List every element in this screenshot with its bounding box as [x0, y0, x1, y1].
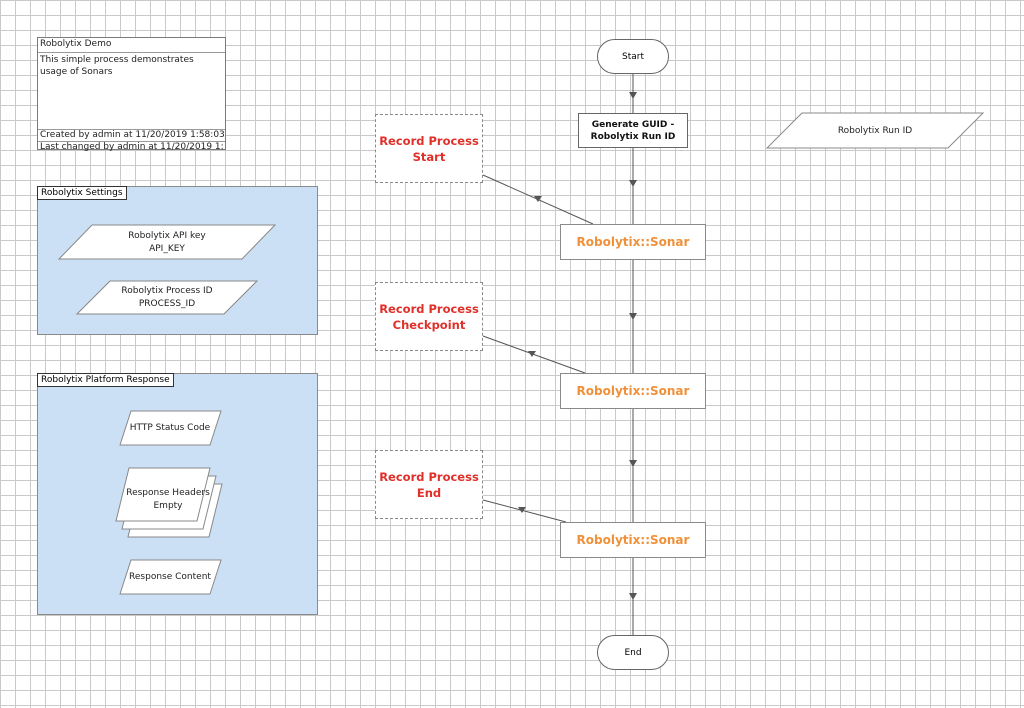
- start-stage[interactable]: Start: [597, 39, 669, 74]
- sonar-stage-1[interactable]: Robolytix::Sonar: [560, 224, 706, 260]
- note-link-end: [482, 499, 567, 523]
- status-code-label[interactable]: HTTP Status Code: [129, 423, 211, 433]
- arrow-head: [629, 593, 637, 600]
- arrow-head: [629, 92, 637, 99]
- arrow-head: [629, 180, 637, 187]
- sonar-stage-2[interactable]: Robolytix::Sonar: [560, 373, 706, 409]
- arrow-head: [534, 196, 542, 202]
- note-record-start[interactable]: Record Process Start: [375, 114, 483, 183]
- run-id-label[interactable]: Robolytix Run ID: [837, 125, 913, 136]
- note-record-checkpoint[interactable]: Record Process Checkpoint: [375, 282, 483, 351]
- note-end-line1: Record Process: [379, 469, 479, 484]
- arrow-head: [629, 313, 637, 320]
- settings-block-label: Robolytix Settings: [37, 186, 127, 200]
- created-by: Created by admin at 11/20/2019 1:58:03: [38, 129, 225, 140]
- note-end-line2: End: [416, 485, 442, 500]
- arrow-head: [518, 507, 526, 513]
- arrow-head: [629, 460, 637, 467]
- process-id-value: PROCESS_ID: [138, 299, 196, 309]
- process-description: This simple process demonstrates usage o…: [40, 55, 194, 77]
- generate-guid-line1: Generate GUID -: [591, 119, 675, 130]
- note-record-end[interactable]: Record Process End: [375, 450, 483, 519]
- note-link-checkpoint: [482, 335, 586, 374]
- note-checkpoint-line2: Checkpoint: [392, 317, 466, 332]
- generate-guid-stage[interactable]: Generate GUID - Robolytix Run ID: [578, 113, 688, 148]
- process-info-box[interactable]: Robolytix Demo This simple process demon…: [37, 37, 226, 152]
- generate-guid-line2: Robolytix Run ID: [590, 131, 676, 142]
- note-checkpoint-line1: Record Process: [379, 301, 479, 316]
- headers-value: Empty: [153, 501, 183, 511]
- headers-name: Response Headers: [126, 488, 210, 498]
- arrow-head: [528, 351, 536, 357]
- end-stage[interactable]: End: [597, 635, 669, 670]
- last-changed: Last changed by admin at 11/20/2019 1:: [38, 141, 225, 152]
- sonar-stage-3[interactable]: Robolytix::Sonar: [560, 522, 706, 558]
- api-key-data-item-label[interactable]: Robolytix API key API_KEY: [92, 226, 242, 259]
- note-start-line2: Start: [412, 149, 446, 164]
- response-content-label[interactable]: Response Content: [129, 572, 211, 582]
- note-start-line1: Record Process: [379, 133, 479, 148]
- process-id-name: Robolytix Process ID: [121, 286, 213, 296]
- api-key-name: Robolytix API key: [128, 230, 206, 241]
- process-title: Robolytix Demo: [38, 38, 225, 53]
- response-block-label: Robolytix Platform Response: [37, 373, 174, 387]
- api-key-value: API_KEY: [149, 243, 185, 254]
- process-id-data-item-label[interactable]: Robolytix Process ID PROCESS_ID: [92, 282, 242, 314]
- headers-collection-label[interactable]: Response Headers Empty: [118, 480, 218, 520]
